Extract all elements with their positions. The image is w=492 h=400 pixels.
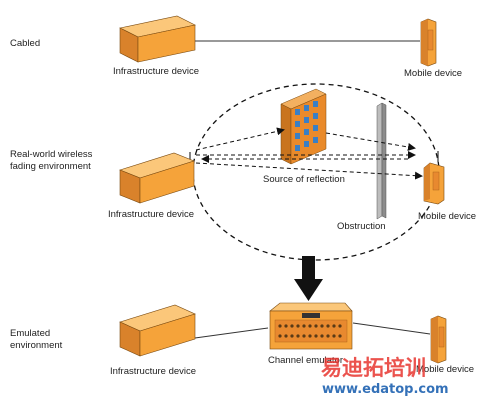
reflection-outgoing-arrow [325,132,416,151]
cabled-mobile-device [420,18,437,67]
emulated-mobile-device [430,315,447,364]
reflection-label: Source of reflection [263,174,345,185]
wireless-mobile-device [423,151,445,205]
cabled-infrastructure-device [119,15,196,63]
emulated-infra-label: Infrastructure device [110,366,196,377]
realworld-title-line2: fading environment [10,161,91,172]
reflection-incident-arrow [195,127,285,151]
obstruction-label: Obstruction [337,221,386,232]
cabled-mobile-label: Mobile device [404,68,462,79]
cabled-title: Cabled [10,38,40,49]
obstructed-path-arrow [195,162,423,180]
realworld-title-line1: Real-world wireless [10,149,93,160]
signal-paths [195,127,423,180]
emulated-title-line1: Emulated [10,328,50,339]
watermark: 易迪拓培训 www.edatop.com [321,356,449,397]
emulated-title-line2: environment [10,340,63,351]
emulator-output-cable [352,322,431,335]
watermark-chinese-text: 易迪拓培训 [321,356,426,380]
emulated-infrastructure-device [119,304,196,357]
infrastructure-device-wireless [119,152,195,204]
emulator-input-cable [194,327,269,339]
channel-emulator-label: Channel emulator [268,355,343,366]
emulated-mobile-label: Mobile device [416,364,474,375]
transition-arrow [294,256,323,301]
realworld-mobile-label: Mobile device [418,211,476,222]
reflection-building-icon [280,88,327,165]
channel-emulator-icon [269,302,353,350]
realworld-infra-label: Infrastructure device [108,209,194,220]
obstruction-wall [376,102,387,220]
watermark-url-text: www.edatop.com [322,382,449,397]
cabled-infra-label: Infrastructure device [113,66,199,77]
